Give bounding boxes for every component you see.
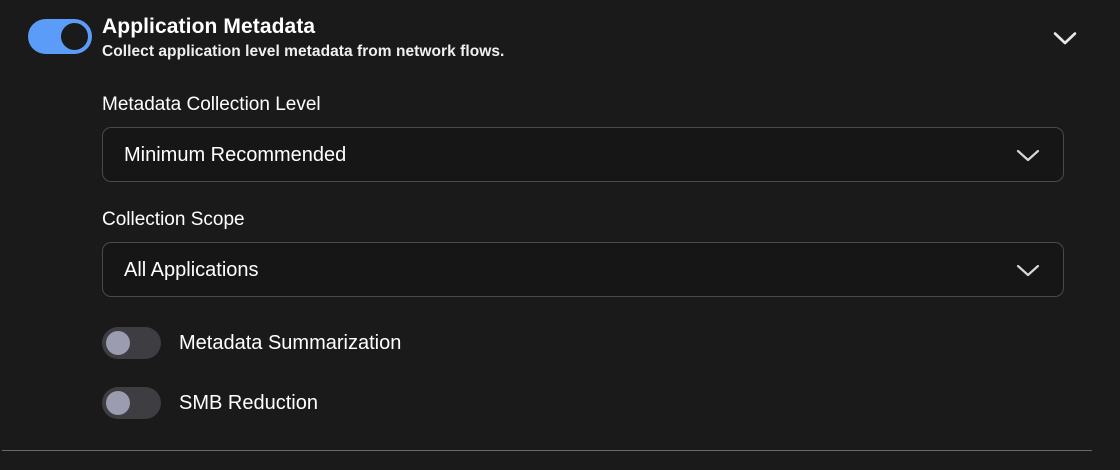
toggle-label: SMB Reduction bbox=[179, 392, 318, 414]
toggle-knob bbox=[106, 391, 130, 415]
toggle-knob bbox=[106, 331, 130, 355]
collection-scope-select[interactable]: All Applications bbox=[102, 242, 1064, 297]
section-divider bbox=[2, 450, 1092, 451]
field-label: Collection Scope bbox=[102, 209, 245, 230]
toggle-knob bbox=[61, 23, 88, 50]
chevron-down-icon[interactable] bbox=[1052, 28, 1078, 48]
field-label: Metadata Collection Level bbox=[102, 94, 321, 115]
page-title: Application Metadata bbox=[102, 15, 316, 38]
chevron-down-icon bbox=[1015, 262, 1041, 279]
select-value: Minimum Recommended bbox=[124, 143, 347, 166]
application-metadata-toggle[interactable] bbox=[28, 19, 92, 54]
section-header: Application Metadata Collect application… bbox=[0, 0, 1120, 78]
metadata-collection-level-select[interactable]: Minimum Recommended bbox=[102, 127, 1064, 182]
field-collection-scope: Collection Scope All Applications bbox=[102, 208, 1064, 297]
chevron-down-icon bbox=[1015, 147, 1041, 164]
metadata-summarization-toggle[interactable] bbox=[102, 327, 161, 359]
row-metadata-summarization: Metadata Summarization bbox=[102, 327, 401, 359]
select-value: All Applications bbox=[124, 258, 259, 281]
header-text-block: Application Metadata Collect application… bbox=[102, 14, 982, 62]
row-smb-reduction: SMB Reduction bbox=[102, 387, 318, 419]
field-metadata-collection-level: Metadata Collection Level Minimum Recomm… bbox=[102, 93, 1064, 182]
section-subtitle: Collect application level metadata from … bbox=[102, 43, 505, 60]
smb-reduction-toggle[interactable] bbox=[102, 387, 161, 419]
toggle-label: Metadata Summarization bbox=[179, 332, 402, 354]
